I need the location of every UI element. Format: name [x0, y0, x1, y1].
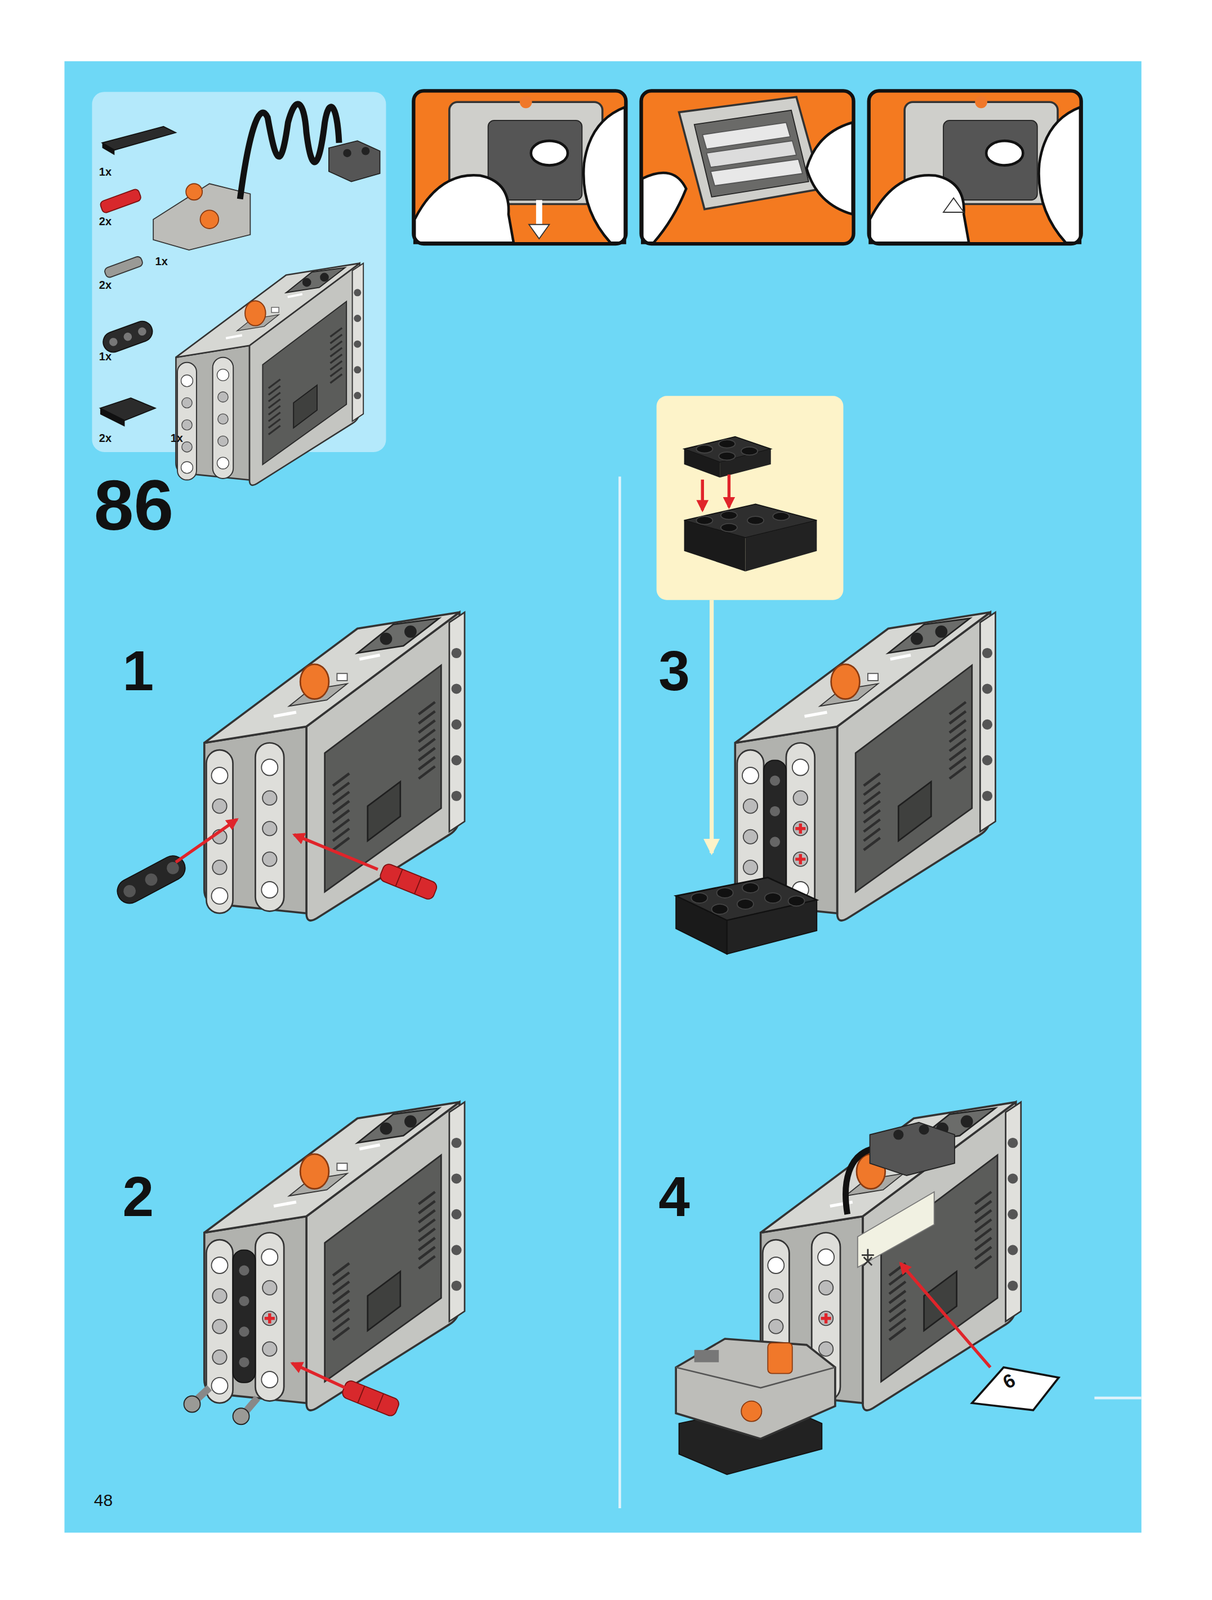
substep-number: 2 — [122, 1168, 155, 1225]
part-quantity: 2x — [99, 215, 112, 227]
substep-number: 3 — [658, 642, 690, 699]
part-quantity: 2x — [99, 279, 112, 291]
substep-number: 4 — [658, 1168, 690, 1225]
substep-number: 1 — [122, 642, 155, 699]
parts-list-panel: 1x 2x 1x 2x 1x 2x 1x — [91, 91, 386, 453]
page-number: 48 — [94, 1492, 113, 1510]
part-quantity: 1x — [99, 350, 112, 363]
part-quantity: 1x — [170, 432, 184, 444]
step-number: 86 — [94, 469, 174, 542]
part-quantity: 1x — [99, 166, 112, 178]
part-quantity: 1x — [155, 255, 168, 267]
part-quantity: 2x — [99, 432, 112, 444]
